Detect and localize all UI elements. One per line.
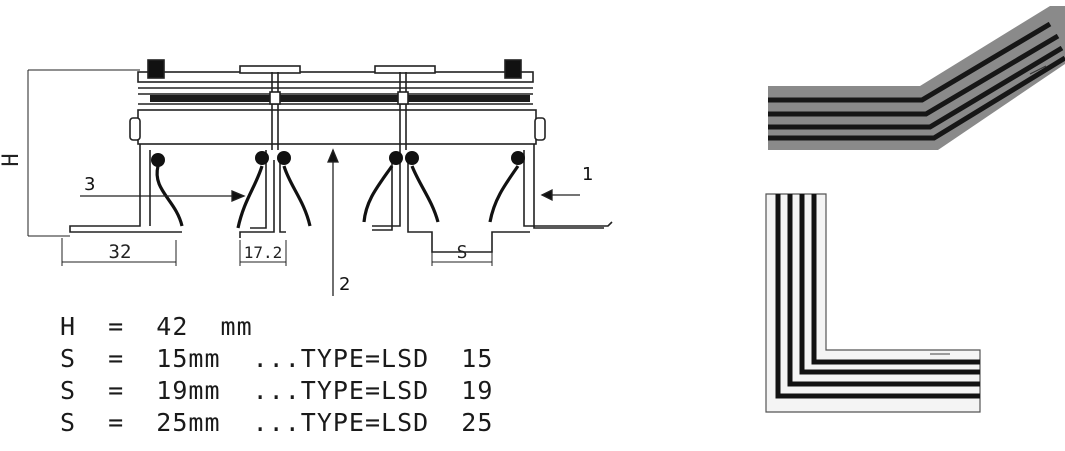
slot-width-dimension	[239, 240, 287, 266]
right-angle-corner-photo	[765, 193, 981, 413]
width-dimension	[61, 238, 177, 266]
callout-2-arrow	[327, 148, 339, 296]
spec-lsd15: S = 15mm ...TYPE=LSD 15	[60, 344, 494, 373]
callout-3-arrow	[80, 190, 246, 202]
callout-1-arrow	[540, 188, 580, 202]
height-dimension	[27, 69, 140, 237]
cross-section: H	[0, 59, 613, 296]
height-label: H	[0, 153, 24, 166]
slot-spacing-dimension	[431, 252, 493, 266]
top-frame	[129, 59, 546, 150]
callout-1-label: 1	[582, 164, 593, 185]
deflector-blades	[155, 165, 520, 229]
slot-profiles	[69, 144, 613, 253]
seal-nodes	[151, 151, 525, 167]
callout-2-label: 2	[339, 274, 350, 295]
slot-width-label: 17.2	[244, 243, 283, 262]
angled-corner-photo	[768, 6, 1065, 150]
spec-lsd19: S = 19mm ...TYPE=LSD 19	[60, 376, 494, 405]
slot-spacing-label: S	[457, 242, 468, 263]
width-label: 32	[109, 241, 132, 263]
spec-height: H = 42 mm	[60, 312, 253, 341]
callout-3-label: 3	[84, 174, 95, 195]
spec-lsd25: S = 25mm ...TYPE=LSD 25	[60, 408, 494, 437]
